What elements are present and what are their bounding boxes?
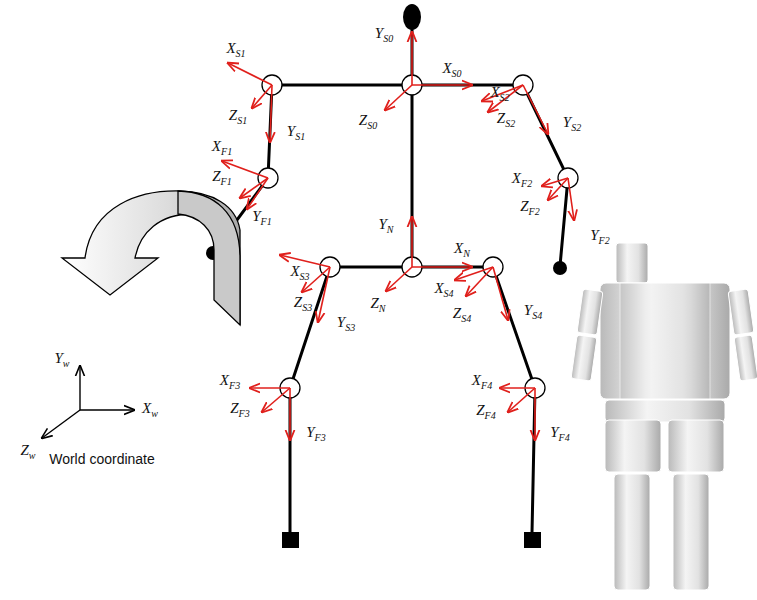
axis-label: XF1 bbox=[212, 139, 232, 157]
axis-label: ZF2 bbox=[520, 199, 539, 217]
right-hand bbox=[553, 261, 567, 275]
axis-label: XS0 bbox=[442, 61, 461, 79]
axis-label: XS4 bbox=[434, 281, 453, 299]
axis-label: XN bbox=[454, 241, 470, 259]
axis-label: ZS1 bbox=[229, 108, 247, 126]
axis-label: Zw bbox=[20, 443, 35, 461]
axis-label: ZS4 bbox=[453, 306, 471, 324]
axis-label: YS1 bbox=[287, 124, 305, 142]
axis-label: YS4 bbox=[524, 303, 542, 321]
axis-label: XS1 bbox=[226, 41, 245, 59]
cylinder-figure bbox=[571, 243, 757, 590]
world-axes bbox=[42, 366, 134, 438]
axis-label: ZS0 bbox=[359, 113, 377, 131]
axis-label: ZF1 bbox=[212, 169, 231, 187]
axis-label: YN bbox=[378, 217, 393, 235]
axis-label: YS0 bbox=[375, 26, 393, 44]
axis-label: YF1 bbox=[252, 209, 271, 227]
axis-label: ZS2 bbox=[497, 111, 515, 129]
head bbox=[403, 4, 421, 30]
axis-label: XS3 bbox=[290, 264, 309, 282]
left-foot bbox=[282, 532, 299, 548]
rotation-arrow-face bbox=[178, 191, 240, 325]
axis-label: XF2 bbox=[512, 171, 532, 189]
axis-label: ZN bbox=[370, 296, 385, 314]
axis-label: XS2 bbox=[490, 85, 509, 103]
axis-label: ZF4 bbox=[476, 403, 495, 421]
joints bbox=[258, 75, 578, 398]
axis-caption: World coordinate bbox=[49, 452, 155, 466]
axis-label: YS2 bbox=[563, 115, 581, 133]
axis-label: XF4 bbox=[472, 373, 492, 391]
axis-label: YF2 bbox=[590, 228, 609, 246]
axis-label: ZS3 bbox=[294, 295, 312, 313]
axis-label: XF3 bbox=[220, 373, 240, 391]
axis-label: Yw bbox=[54, 351, 69, 369]
axis-label: YS3 bbox=[337, 315, 355, 333]
rotation-arrow bbox=[62, 191, 240, 325]
right-foot bbox=[524, 532, 541, 548]
axis-label: ZF3 bbox=[230, 401, 249, 419]
bones bbox=[214, 30, 568, 533]
axis-label: YF3 bbox=[306, 425, 325, 443]
joint-frames bbox=[222, 32, 574, 440]
axis-label: Xw bbox=[142, 401, 158, 419]
axis-label: YF4 bbox=[550, 425, 569, 443]
